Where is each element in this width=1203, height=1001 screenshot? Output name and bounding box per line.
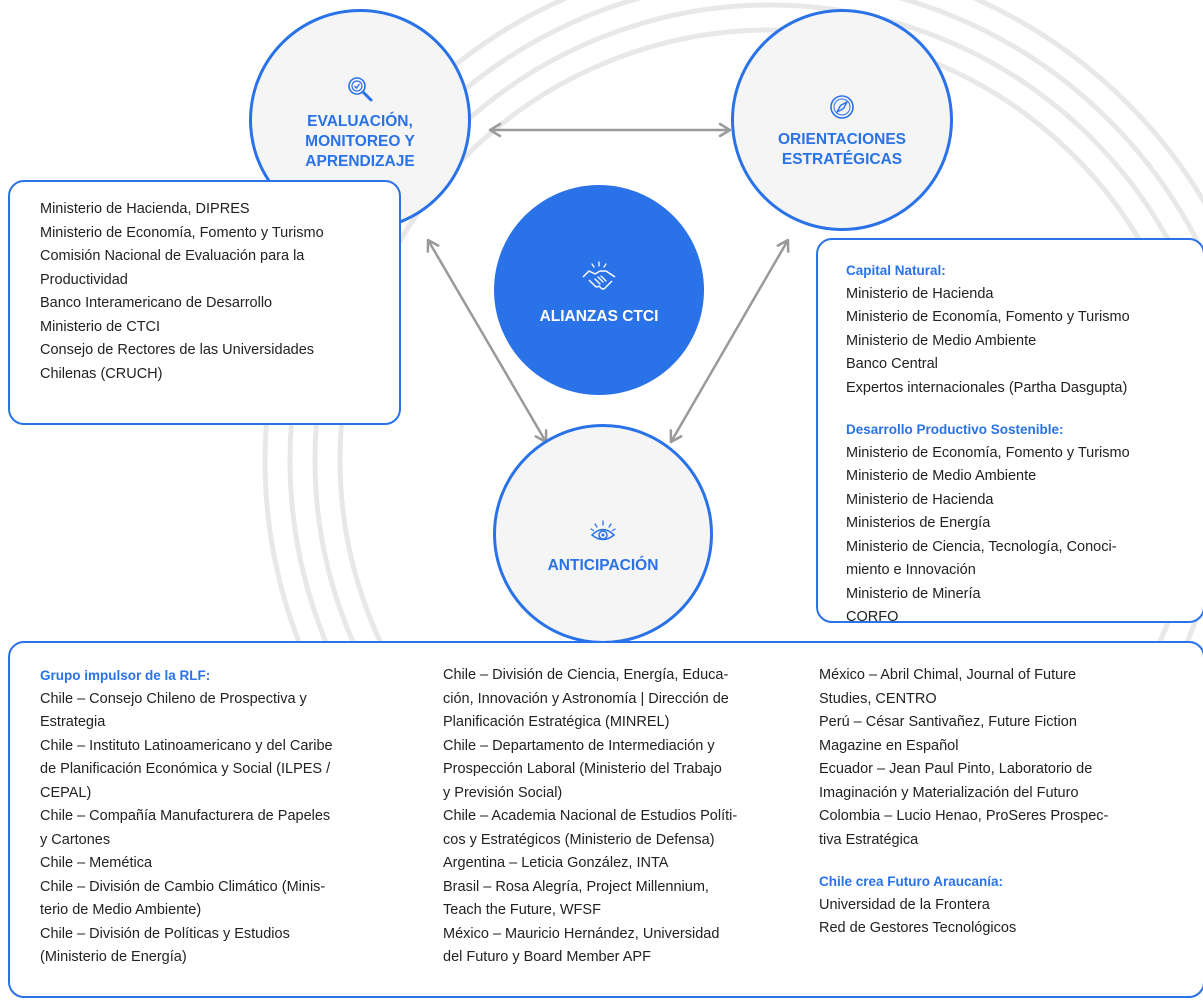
anticipation-partners-box: Grupo impulsor de la RLF: Chile – Consej… [8,641,1203,998]
anticipation-partner: Chile – División de Ciencia, Energía, Ed… [443,667,729,683]
anticipation-partner: Chile – División de Cambio Climático (Mi… [40,878,326,895]
anticipation-title: ANTICIPACIÓN [547,557,659,574]
orientations-partner: Ministerio de Hacienda [846,491,994,508]
center-node: ALIANZAS CTCI [494,185,704,395]
anticipation-partner: Planificación Estratégica (MINREL) [443,714,670,730]
anticipation-partner: Studies, CENTRO [819,690,937,707]
anticipation-partner: Universidad de la Frontera [819,896,990,913]
orientations-node: ORIENTACIONES ESTRATÉGICAS [731,9,953,231]
compass-icon [830,95,854,119]
anticipation-partner: Teach the Future, WFSF [443,902,601,918]
section-heading: Capital Natural: [846,263,946,278]
anticipation-partner: ción, Innovación y Astronomía | Direcció… [443,690,729,707]
orientations-partner: Ministerio de Economía, Fomento y Turism… [846,309,1130,325]
anticipation-column-3: México – Abril Chimal, Journal of Future… [819,664,1108,941]
orientations-partner: Ministerio de Medio Ambiente [846,468,1037,484]
orientations-partner: Banco Central [846,356,938,372]
orientations-partner: Ministerio de Economía, Fomento y Turism… [846,444,1130,461]
orientations-partner: miento e Innovación [846,562,976,578]
anticipation-column-2: Chile – División de Ciencia, Energía, Ed… [443,664,737,970]
anticipation-partner: CEPAL) [40,784,92,801]
orientations-partner: Ministerios de Energía [846,515,991,531]
anticipation-column-1: Grupo impulsor de la RLF: Chile – Consej… [40,664,333,970]
orientations-partners-box: Capital Natural: Ministerio de Hacienda … [816,238,1203,625]
anticipation-partner: Ecuador – Jean Paul Pinto, Laboratorio d… [819,761,1093,777]
center-title: ALIANZAS CTCI [539,308,659,325]
anticipation-partner: Brasil – Rosa Alegría, Project Millenniu… [443,878,709,895]
section-heading: Grupo impulsor de la RLF: [40,668,211,683]
arrow-evaluation-anticipation [426,238,548,444]
evaluation-partner: Comisión Nacional de Evaluación para la [40,248,305,264]
orientations-partner: Ministerio de Hacienda [846,285,994,302]
anticipation-partner: Chile – Departamento de Intermediación y [443,737,715,754]
anticipation-partner: del Futuro y Board Member APF [443,949,651,965]
anticipation-partner: tiva Estratégica [819,831,919,848]
eye-icon [590,520,616,541]
evaluation-partner: Ministerio de Hacienda, DIPRES [40,201,250,217]
orientations-title: ORIENTACIONES ESTRATÉGICAS [777,131,907,168]
anticipation-partner: Chile – Compañía Manufacturera de Papele… [40,808,331,824]
orientations-partner: Ministerio de Ciencia, Tecnología, Conoc… [846,538,1117,555]
anticipation-partner: Prospección Laboral (Ministerio del Trab… [443,761,722,777]
anticipation-partner: Magazine en Español [819,737,959,754]
anticipation-partner: Chile – Academia Nacional de Estudios Po… [443,808,738,824]
evaluation-partner: Ministerio de Economía, Fomento y Turism… [40,224,324,241]
section-heading: Desarrollo Productivo Sostenible: [846,422,1064,437]
anticipation-partner: Argentina – Leticia González, INTA [443,855,669,871]
anticipation-partner: Chile – Memética [40,855,153,871]
anticipation-partner: y Previsión Social) [443,784,563,801]
handshake-icon [582,261,616,290]
anticipation-partner: Perú – César Santivañez, Future Fiction [819,714,1077,730]
anticipation-partner: México – Mauricio Hernández, Universidad [443,925,720,942]
evaluation-partner: Banco Interamericano de Desarrollo [40,295,273,311]
magnifier-check-icon [348,77,373,102]
orientations-partner: Expertos internacionales (Partha Dasgupt… [846,379,1128,396]
evaluation-partners-box: Ministerio de Hacienda, DIPRES Ministeri… [8,180,401,425]
arrow-orientations-anticipation [669,238,790,444]
orientations-partner: Ministerio de Minería [846,585,981,602]
anticipation-partner: de Planificación Económica y Social (ILP… [40,761,331,777]
anticipation-partner: (Ministerio de Energía) [40,949,187,965]
anticipation-partner: Colombia – Lucio Henao, ProSeres Prospec… [819,808,1109,824]
anticipation-partner: terio de Medio Ambiente) [40,902,202,918]
anticipation-partner: México – Abril Chimal, Journal of Future [819,667,1077,683]
evaluation-partner: Chilenas (CRUCH) [40,365,163,382]
orientations-partner: Ministerio de Medio Ambiente [846,332,1037,349]
anticipation-partner: Red de Gestores Tecnológicos [819,920,1017,936]
anticipation-node: ANTICIPACIÓN [493,424,713,644]
anticipation-partner: Chile – Instituto Latinoamericano y del … [40,737,333,754]
anticipation-partner: cos y Estratégicos (Ministerio de Defens… [443,831,715,848]
anticipation-partner: Chile – División de Políticas y Estudios [40,925,290,942]
anticipation-partner: Estrategia [40,714,106,730]
evaluation-partner: Consejo de Rectores de las Universidades [40,342,315,358]
evaluation-title: EVALUACIÓN, MONITOREO Y APRENDIZAJE [305,113,415,170]
anticipation-partner: y Cartones [40,831,111,848]
anticipation-partner: Imaginación y Materialización del Futuro [819,784,1079,801]
orientations-partner: CORFO [846,609,899,625]
evaluation-partner: Ministerio de CTCI [40,318,161,335]
evaluation-partner: Productividad [40,271,128,288]
anticipation-partner: Chile – Consejo Chileno de Prospectiva y [40,690,307,707]
section-heading: Chile crea Futuro Araucanía: [819,874,1004,889]
